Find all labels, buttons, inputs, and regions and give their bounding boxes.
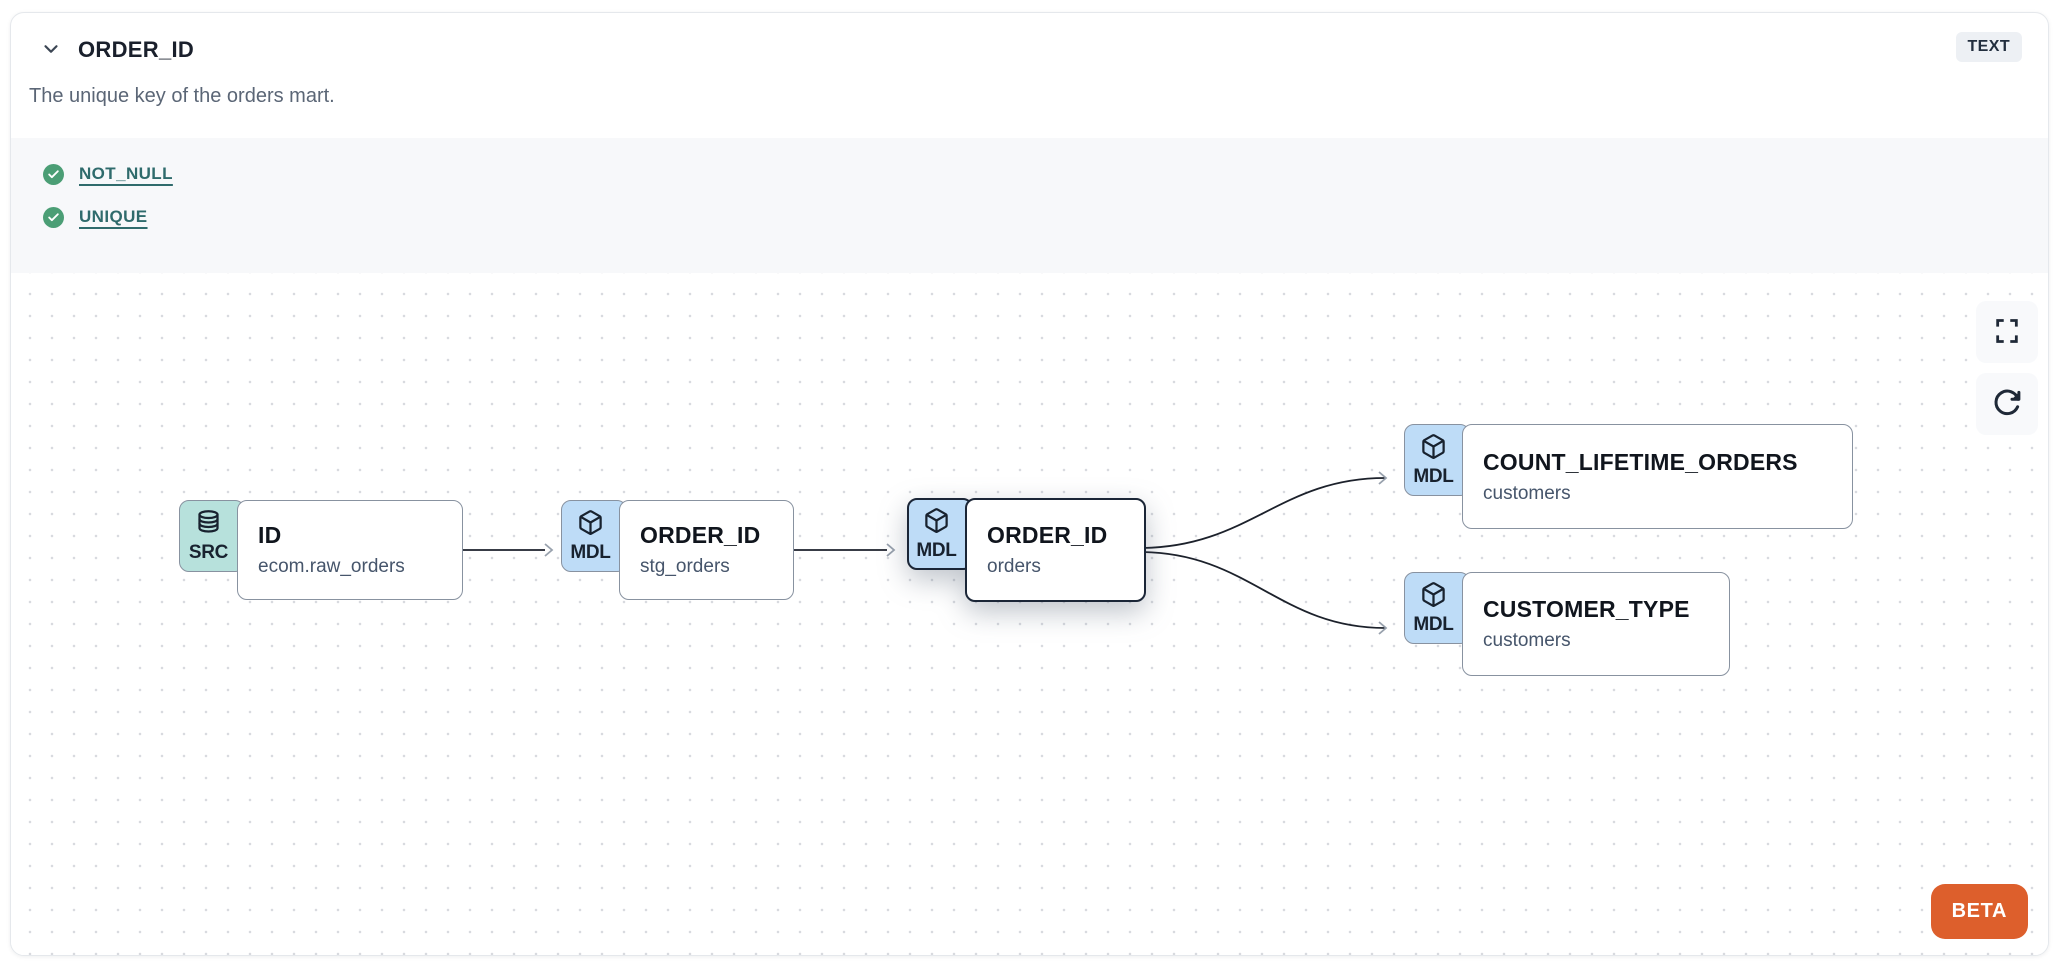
card-header: ORDER_ID TEXT The unique key of the orde… — [11, 13, 2048, 138]
lineage-node-order-id-stg-orders[interactable]: MDL ORDER_ID stg_orders — [561, 500, 794, 600]
node-subtitle: customers — [1483, 482, 1571, 504]
refresh-button[interactable] — [1976, 373, 2038, 435]
canvas-controls — [1976, 301, 2038, 435]
node-body: CUSTOMER_TYPE customers — [1462, 572, 1730, 676]
node-tab-mdl: MDL — [907, 498, 973, 570]
check-circle-icon — [43, 206, 64, 228]
cube-icon — [1420, 433, 1447, 465]
node-title: CUSTOMER_TYPE — [1483, 596, 1690, 622]
test-link-not-null[interactable]: NOT_NULL — [79, 164, 173, 183]
database-icon — [195, 509, 222, 541]
node-tab-src: SRC — [179, 500, 245, 572]
node-tab-label: MDL — [1413, 613, 1454, 635]
node-subtitle: customers — [1483, 630, 1571, 651]
node-tab-label: MDL — [570, 541, 611, 563]
title-row: ORDER_ID TEXT — [29, 32, 2022, 63]
check-circle-icon — [43, 163, 64, 185]
node-title: ORDER_ID — [987, 522, 1108, 548]
test-link-unique[interactable]: UNIQUE — [79, 207, 148, 226]
node-body: ORDER_ID orders — [965, 498, 1146, 602]
node-subtitle: orders — [987, 556, 1041, 577]
column-description: The unique key of the orders mart. — [29, 85, 335, 107]
node-body: ORDER_ID stg_orders — [619, 500, 794, 600]
fullscreen-icon — [1993, 317, 2021, 348]
refresh-icon — [1992, 388, 2022, 421]
node-tab-label: MDL — [1413, 465, 1454, 487]
node-tab-label: SRC — [188, 541, 229, 563]
fullscreen-button[interactable] — [1976, 301, 2038, 363]
node-subtitle: stg_orders — [640, 556, 730, 577]
tests-section: NOT_NULL UNIQUE — [11, 138, 2048, 273]
lineage-node-count-lifetime-orders[interactable]: MDL COUNT_LIFETIME_ORDERS customers — [1404, 424, 1853, 529]
node-title: COUNT_LIFETIME_ORDERS — [1483, 448, 1798, 475]
chevron-down-icon — [40, 38, 62, 63]
type-badge: TEXT — [1955, 32, 2022, 62]
lineage-canvas[interactable]: SRC ID ecom.raw_orders MDL ORDER_ID stg — [11, 273, 2048, 955]
node-tab-mdl: MDL — [1404, 572, 1470, 644]
node-title: ORDER_ID — [640, 522, 761, 548]
node-title: ID — [258, 522, 282, 548]
collapse-toggle[interactable] — [39, 38, 63, 62]
lineage-node-order-id-orders[interactable]: MDL ORDER_ID orders — [907, 498, 1146, 602]
column-details-card: ORDER_ID TEXT The unique key of the orde… — [10, 12, 2049, 956]
cube-icon — [1420, 581, 1447, 613]
cube-icon — [923, 507, 950, 539]
lineage-edges — [454, 471, 1388, 635]
lineage-node-customer-type[interactable]: MDL CUSTOMER_TYPE customers — [1404, 572, 1730, 676]
node-body: ID ecom.raw_orders — [237, 500, 463, 600]
test-row: NOT_NULL — [43, 161, 2048, 187]
node-body: COUNT_LIFETIME_ORDERS customers — [1462, 424, 1853, 529]
node-tab-mdl: MDL — [561, 500, 627, 572]
lineage-node-id-ecom-raw-orders[interactable]: SRC ID ecom.raw_orders — [179, 500, 463, 600]
cube-icon — [577, 509, 604, 541]
node-subtitle: ecom.raw_orders — [258, 556, 405, 577]
beta-badge: BETA — [1930, 884, 2028, 939]
column-title: ORDER_ID — [78, 37, 195, 62]
test-row: UNIQUE — [43, 204, 2048, 230]
node-tab-label: MDL — [916, 539, 957, 561]
node-tab-mdl: MDL — [1404, 424, 1470, 496]
